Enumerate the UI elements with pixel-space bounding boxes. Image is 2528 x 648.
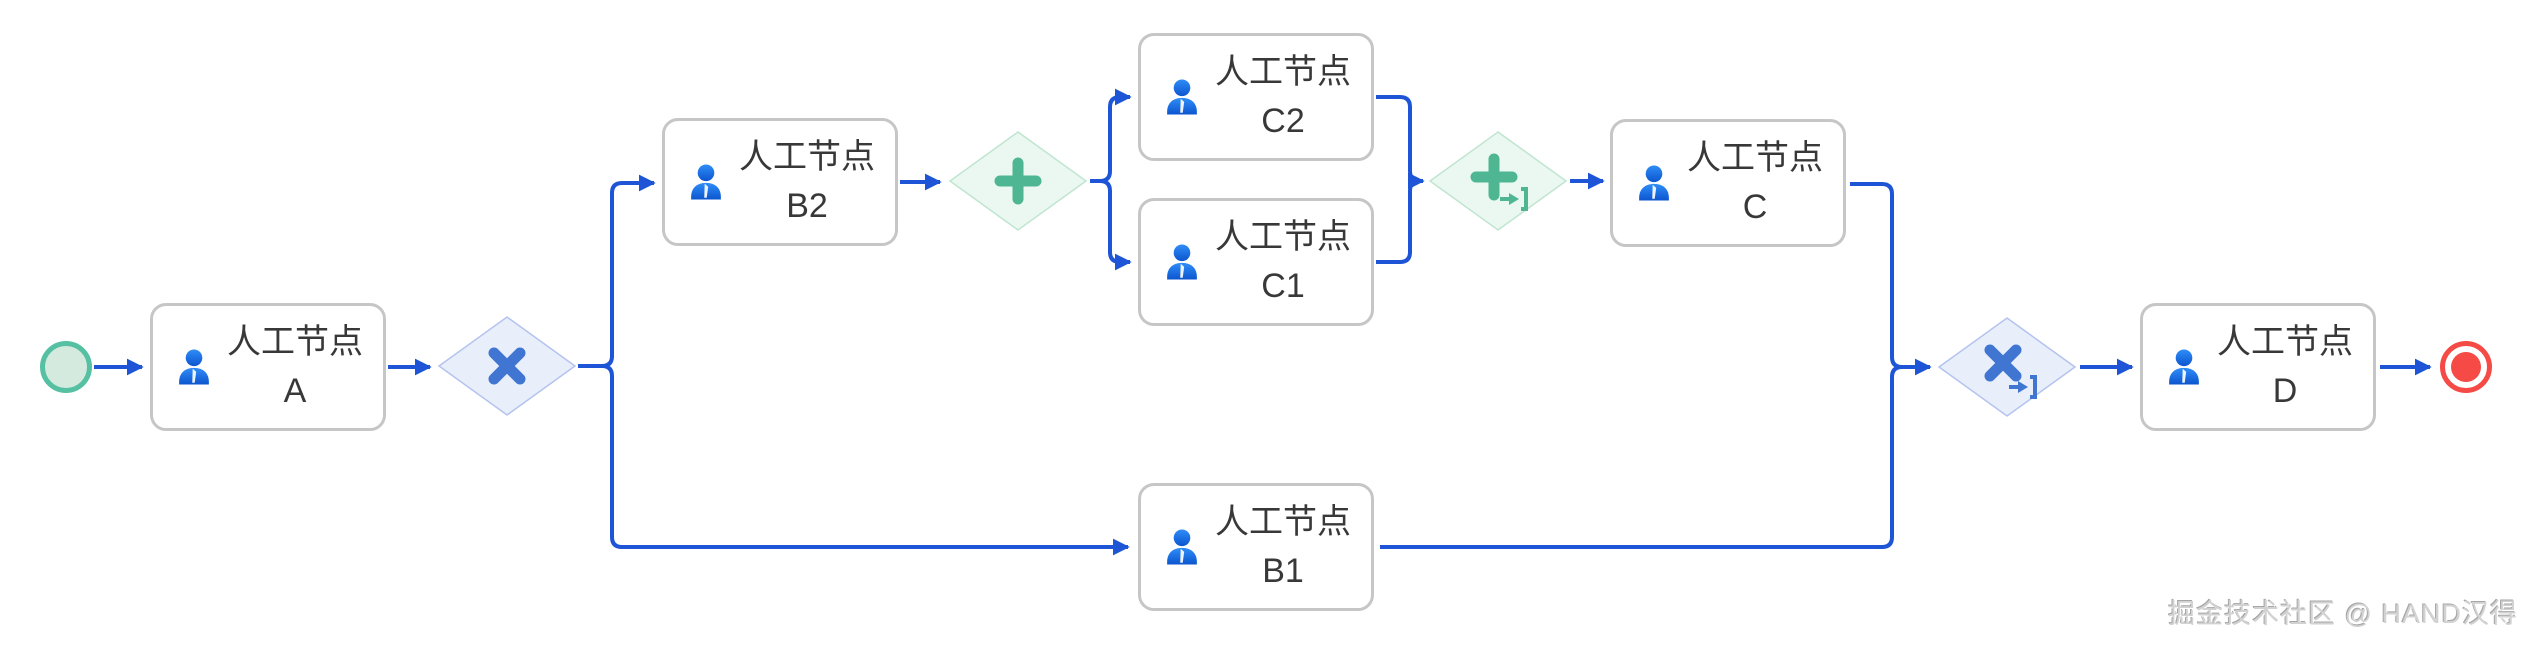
arrow-into-bracket-icon: [1500, 187, 1528, 211]
task-name: 人工节点: [1215, 52, 1351, 91]
task-name: 人工节点: [1687, 138, 1823, 177]
task-node-b1[interactable]: 人工节点 B1: [1138, 483, 1374, 611]
task-code: C: [1742, 188, 1768, 226]
flow-xsplit-to-b2: [578, 174, 656, 368]
user-icon: [1167, 79, 1197, 115]
flow-psplit-to-c2: [1090, 88, 1132, 183]
task-code: D: [2272, 372, 2298, 410]
task-name: 人工节点: [1215, 502, 1351, 541]
user-icon: [179, 349, 209, 385]
x-mark-icon: [488, 347, 526, 385]
task-node-a[interactable]: 人工节点 A: [150, 303, 386, 431]
task-name: 人工节点: [227, 322, 363, 361]
parallel-gateway-split[interactable]: [948, 131, 1088, 231]
task-code: C2: [1261, 102, 1305, 140]
task-name: 人工节点: [739, 137, 875, 176]
flow-c2-to-pjoin: [1376, 95, 1421, 183]
user-icon: [1167, 529, 1197, 565]
task-name: 人工节点: [1215, 217, 1351, 256]
user-icon: [1167, 244, 1197, 280]
plus-mark-icon: [1470, 153, 1518, 201]
task-node-c[interactable]: 人工节点 C: [1610, 119, 1846, 247]
exclusive-gateway-split[interactable]: [437, 316, 577, 416]
task-code: A: [283, 372, 307, 410]
user-icon: [691, 164, 721, 200]
flow-c-to-xjoin: [1850, 182, 1903, 369]
arrow-into-bracket-icon: [2009, 375, 2037, 399]
flow-psplit-to-c1: [1090, 179, 1132, 271]
flow-c1-to-pjoin: [1376, 179, 1421, 264]
task-code: B2: [786, 187, 828, 225]
flow-xsplit-to-b1: [578, 364, 1130, 556]
parallel-gateway-join[interactable]: [1428, 131, 1568, 231]
flow-b1-to-xjoin: [1380, 365, 1903, 549]
user-icon: [1639, 165, 1669, 201]
start-event[interactable]: [40, 341, 92, 393]
task-name: 人工节点: [2217, 322, 2353, 361]
exclusive-gateway-join[interactable]: [1937, 317, 2077, 417]
plus-mark-icon: [994, 157, 1042, 205]
watermark: 掘金技术社区 @ HAND汉得: [2168, 599, 2518, 629]
task-node-b2[interactable]: 人工节点 B2: [662, 118, 898, 246]
x-mark-icon: [1984, 344, 2022, 382]
user-icon: [2169, 349, 2199, 385]
task-code: C1: [1261, 267, 1305, 305]
task-node-c2[interactable]: 人工节点 C2: [1138, 33, 1374, 161]
task-node-c1[interactable]: 人工节点 C1: [1138, 198, 1374, 326]
task-code: B1: [1262, 552, 1304, 590]
end-event[interactable]: [2440, 341, 2492, 393]
end-event-core: [2451, 352, 2481, 382]
task-node-d[interactable]: 人工节点 D: [2140, 303, 2376, 431]
